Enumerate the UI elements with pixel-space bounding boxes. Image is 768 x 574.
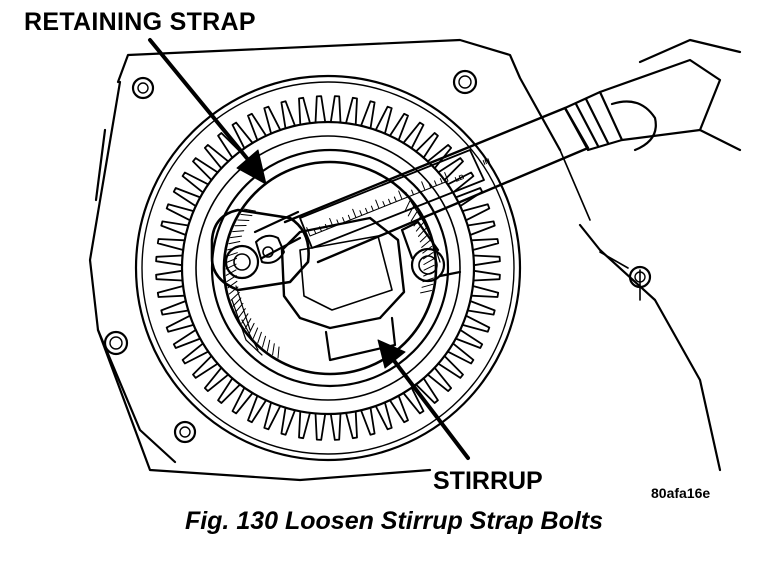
wrench-scale-ticks — [306, 172, 449, 237]
ratchet-head — [210, 208, 310, 292]
band-lining — [231, 199, 441, 356]
bolt-hole — [458, 75, 472, 89]
hand-finger — [610, 38, 742, 152]
bolt-hole — [137, 82, 149, 94]
label-stirrup: STIRRUP — [433, 467, 543, 495]
label-retaining-strap: RETAINING STRAP — [24, 8, 256, 36]
bolt-hole — [131, 76, 155, 100]
housing-flange — [94, 128, 177, 464]
strap-bolt — [410, 247, 446, 283]
figure-caption: Fig. 130 Loosen Stirrup Strap Bolts — [184, 507, 604, 535]
hatch-line — [225, 200, 435, 359]
arrowhead-retaining-strap — [236, 149, 267, 185]
bolt-hole — [173, 420, 197, 444]
ring-gear-teeth — [155, 95, 501, 441]
ring-gear-root — [180, 120, 476, 416]
callout-arrow-stirrup — [390, 356, 470, 460]
band-friction-hatch — [225, 200, 435, 359]
wrench-unit-lb: LB — [454, 174, 465, 184]
drum-outer — [210, 148, 450, 388]
callout-arrow-retaining-strap — [148, 38, 252, 164]
stirrup-arms — [253, 210, 397, 362]
bolt-hole — [109, 336, 123, 350]
wrench-grip — [598, 58, 722, 142]
bolt-hole — [628, 265, 652, 289]
strap-bolt-head — [418, 255, 438, 275]
bolt-hole — [179, 426, 191, 438]
outer-housing-ring — [134, 74, 522, 462]
outer-housing-ring-inner — [141, 81, 515, 455]
bolt-hole — [634, 271, 646, 283]
housing-bolt-holes — [103, 69, 652, 444]
wrench-scale-body — [299, 149, 485, 249]
wrench-unit-in: IN — [482, 158, 491, 167]
bolt-hole — [452, 69, 478, 95]
ring-gear-inner — [195, 135, 461, 401]
gear-tooth — [155, 95, 501, 441]
figure-id: 80afa16e — [651, 485, 711, 501]
bolt-hole — [103, 330, 129, 356]
ratchet-socket — [224, 244, 260, 280]
arrowhead-stirrup — [377, 339, 406, 369]
ratchet-selector — [255, 234, 285, 264]
strap-bolt-shank — [400, 220, 462, 278]
stirrup — [280, 216, 406, 330]
housing-edge — [559, 149, 641, 301]
ratchet-release — [262, 246, 274, 258]
stirrup-inner — [299, 235, 393, 311]
ratchet-drive — [233, 253, 251, 271]
housing-outline — [88, 38, 722, 482]
scale-tick — [306, 172, 449, 237]
